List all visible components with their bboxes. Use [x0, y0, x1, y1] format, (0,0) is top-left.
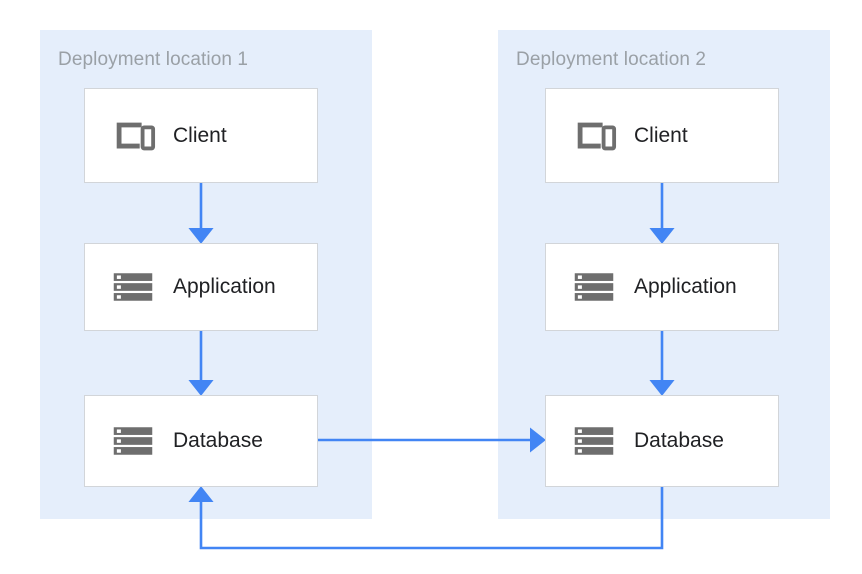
node-database-1[interactable]: Database	[84, 395, 318, 487]
server-rack-icon	[107, 415, 159, 467]
node-label-application-2: Application	[634, 275, 737, 298]
node-client-1[interactable]: Client	[84, 88, 318, 183]
server-rack-icon	[568, 415, 620, 467]
node-label-database-1: Database	[173, 429, 263, 452]
node-client-2[interactable]: Client	[545, 88, 779, 183]
server-rack-icon	[568, 261, 620, 313]
node-label-client-2: Client	[634, 123, 688, 147]
node-application-2[interactable]: Application	[545, 243, 779, 331]
node-label-database-2: Database	[634, 429, 724, 452]
node-application-1[interactable]: Application	[84, 243, 318, 331]
region-label-location-1: Deployment location 1	[58, 49, 249, 70]
client-devices-icon	[107, 110, 159, 162]
node-label-application-1: Application	[173, 275, 276, 298]
server-rack-icon	[107, 261, 159, 313]
node-database-2[interactable]: Database	[545, 395, 779, 487]
node-label-client-1: Client	[173, 123, 227, 147]
region-label-location-2: Deployment location 2	[516, 49, 707, 70]
client-devices-icon	[568, 110, 620, 162]
